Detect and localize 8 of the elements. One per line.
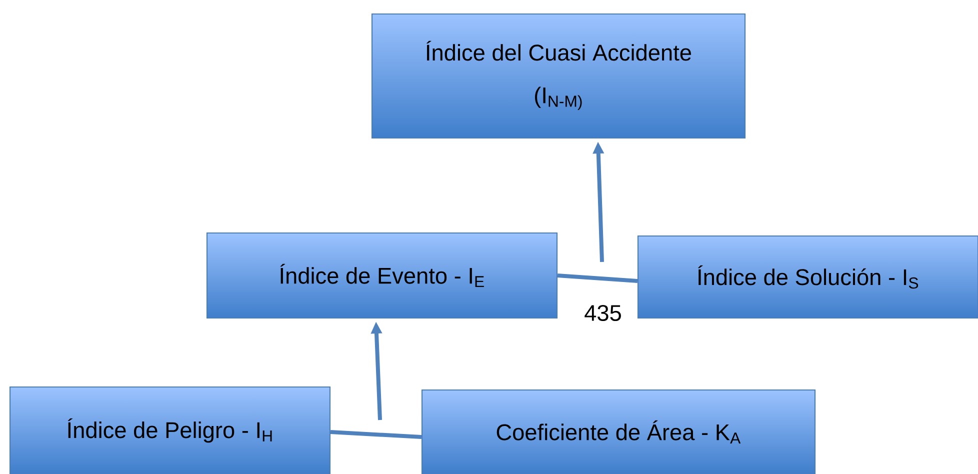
connector-line	[330, 430, 422, 439]
index-box: Índice de Peligro - I$_{H}$	[9, 386, 331, 474]
index-box: Índice de Solución - I$_{S}$	[637, 235, 978, 319]
index-box: Índice de Evento - I$_{E}$	[206, 232, 558, 319]
index-box: Coeficiente de Área - K$_{A}$	[421, 389, 816, 474]
index-box: Índice del Cuasi Accidente (I$_{N-M)}$	[371, 13, 746, 139]
page-number: 435	[584, 304, 621, 322]
connector-line	[557, 273, 638, 283]
